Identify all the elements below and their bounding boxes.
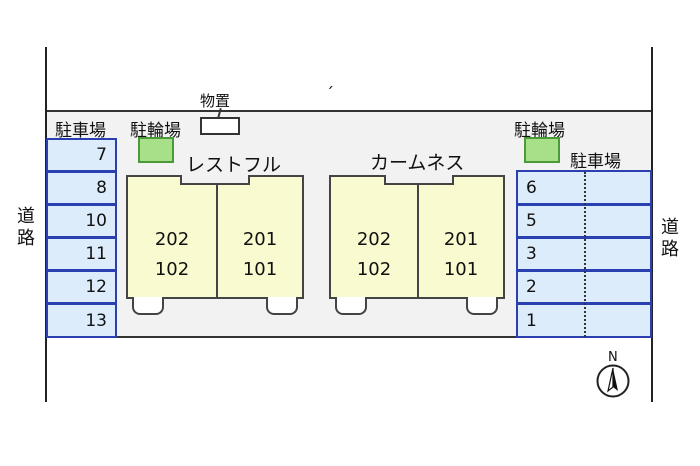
parking-space: 10 bbox=[46, 204, 117, 238]
entrance-notch bbox=[384, 175, 454, 185]
entrance-notch bbox=[180, 175, 250, 185]
balcony bbox=[466, 297, 498, 315]
building-name: レストフル bbox=[186, 154, 282, 176]
unit-number: 201 bbox=[443, 229, 479, 250]
bike-parking-left bbox=[138, 137, 174, 163]
parking-space: 8 bbox=[46, 171, 117, 205]
unit-number: 201 bbox=[242, 229, 278, 250]
unit-number: 101 bbox=[242, 259, 278, 280]
bike-label-right: 駐輪場 bbox=[514, 121, 565, 141]
unit-block: 202 102 bbox=[126, 175, 218, 299]
unit-number: 202 bbox=[154, 229, 190, 250]
unit-number: 202 bbox=[356, 229, 392, 250]
compass-icon bbox=[596, 364, 630, 398]
unit-block: 201 101 bbox=[417, 175, 505, 299]
storage-label: 物置 bbox=[200, 92, 231, 110]
storage-box bbox=[200, 117, 240, 135]
road-line-right bbox=[651, 47, 653, 402]
parking-label-right: 駐車場 bbox=[570, 152, 621, 172]
unit-number: 102 bbox=[356, 259, 392, 280]
parking-space: 7 bbox=[46, 138, 117, 172]
road-label-left: 道路 bbox=[17, 206, 35, 249]
bike-parking-right bbox=[524, 137, 560, 163]
parking-divider-dashed bbox=[584, 172, 586, 337]
bike-label-left: 駐輪場 bbox=[130, 121, 181, 141]
road-label-right: 道路 bbox=[661, 217, 679, 260]
unit-block: 202 102 bbox=[329, 175, 419, 299]
parking-space: 11 bbox=[46, 237, 117, 271]
unit-number: 101 bbox=[443, 259, 479, 280]
parking-space: 13 bbox=[46, 303, 117, 338]
parking-label-left: 駐車場 bbox=[55, 121, 106, 141]
unit-number: 102 bbox=[154, 259, 190, 280]
parking-space: 12 bbox=[46, 270, 117, 304]
building-name: カームネス bbox=[370, 152, 465, 174]
tick-mark: ˊ bbox=[326, 84, 334, 103]
balcony bbox=[132, 297, 164, 315]
balcony bbox=[335, 297, 367, 315]
north-label: N bbox=[608, 350, 618, 365]
unit-block: 201 101 bbox=[216, 175, 304, 299]
balcony bbox=[266, 297, 298, 315]
